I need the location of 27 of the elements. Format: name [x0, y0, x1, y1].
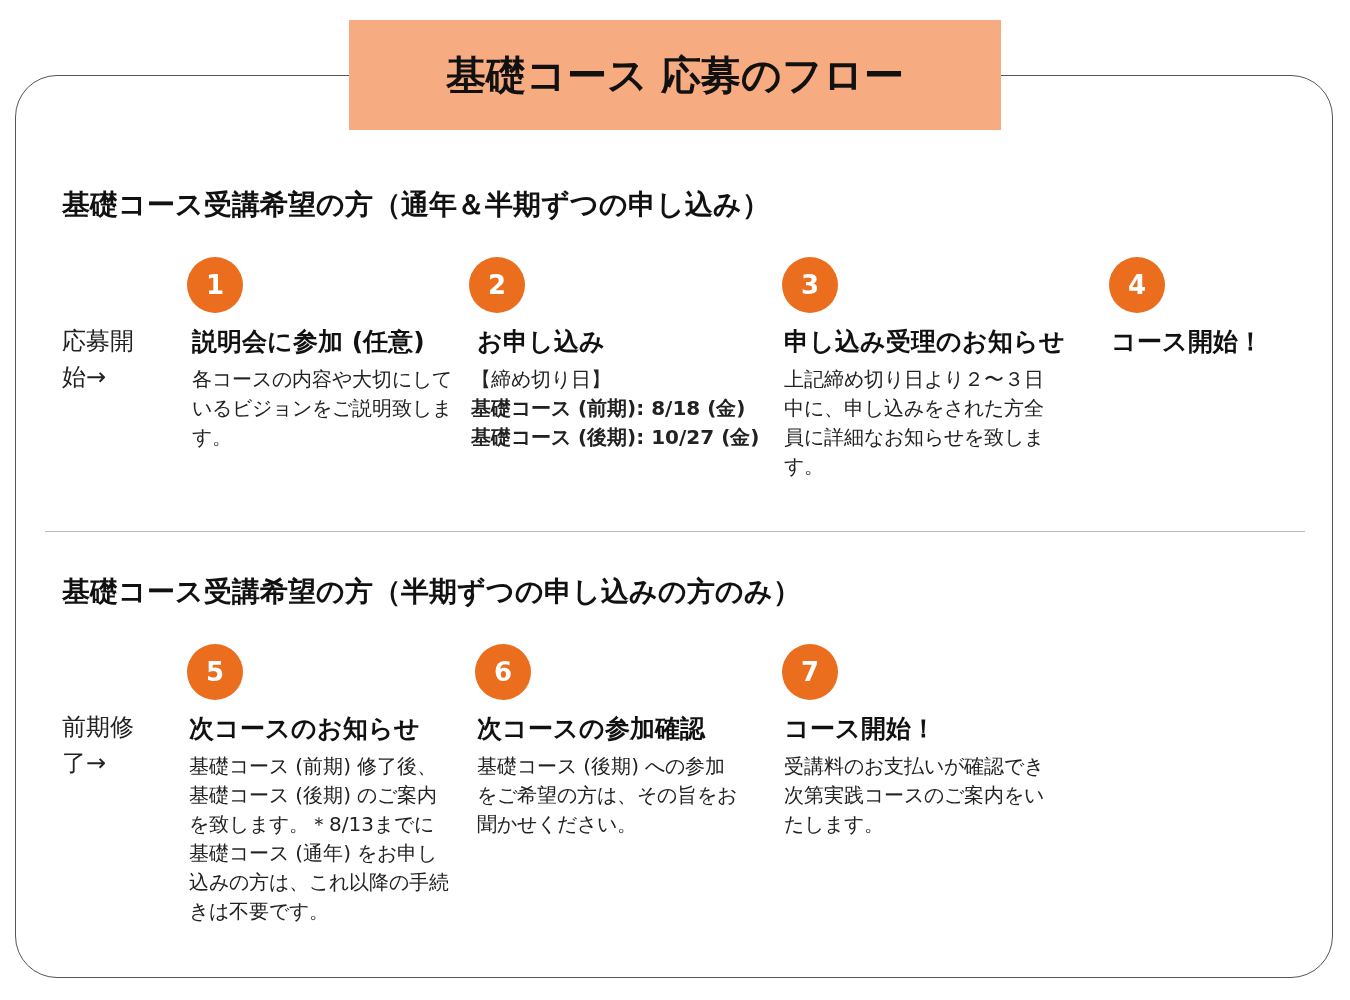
- step-number-circle: 2: [469, 257, 525, 313]
- step-heading: 申し込み受理のお知らせ: [784, 326, 1065, 358]
- step-number-circle: 6: [475, 644, 531, 700]
- step-number-circle: 1: [187, 257, 243, 313]
- section-heading: 基礎コース受講希望の方（半期ずつの申し込みの方のみ）: [62, 574, 801, 610]
- step-description: 基礎コース (前期): 8/18 (金): [471, 395, 746, 422]
- step-description: 基礎コース (前期) 修了後、基礎コース (後期) のご案内を致します。＊8/13までに基礎コース (通年) をお申し込みの方は、これ以降の手続きは不要です。: [189, 753, 450, 925]
- start-note: 応募開始→: [62, 326, 135, 393]
- title-banner: 基礎コース 応募のフロー: [349, 20, 1001, 130]
- step-number-circle: 3: [782, 257, 838, 313]
- step-description: 受講料のお支払いが確認でき次第実践コースのご案内をいたします。: [784, 753, 1045, 838]
- step-description: 【締め切り日】: [471, 366, 612, 393]
- step-heading: お申し込み: [477, 326, 605, 358]
- step-description: 基礎コース (後期) への参加をご希望の方は、その旨をお聞かせください。: [477, 753, 738, 838]
- step-number-circle: 4: [1109, 257, 1165, 313]
- step-description: 各コースの内容や大切にしているビジョンをご説明致します。: [192, 366, 453, 451]
- step-heading: 次コースのお知らせ: [189, 713, 420, 745]
- step-heading: 次コースの参加確認: [477, 713, 705, 745]
- step-heading: 説明会に参加 (任意): [192, 326, 425, 358]
- step-heading: コース開始！: [1111, 326, 1263, 358]
- step-description: 上記締め切り日より２〜３日中に、申し込みをされた方全員に詳細なお知らせを致します。: [784, 366, 1045, 480]
- step-description: 基礎コース (後期): 10/27 (金): [471, 424, 760, 451]
- section-heading: 基礎コース受講希望の方（通年＆半期ずつの申し込み）: [62, 187, 770, 223]
- step-number-circle: 7: [782, 644, 838, 700]
- step-heading: コース開始！: [784, 713, 936, 745]
- start-note: 前期修了→: [62, 712, 135, 779]
- step-number-circle: 5: [187, 644, 243, 700]
